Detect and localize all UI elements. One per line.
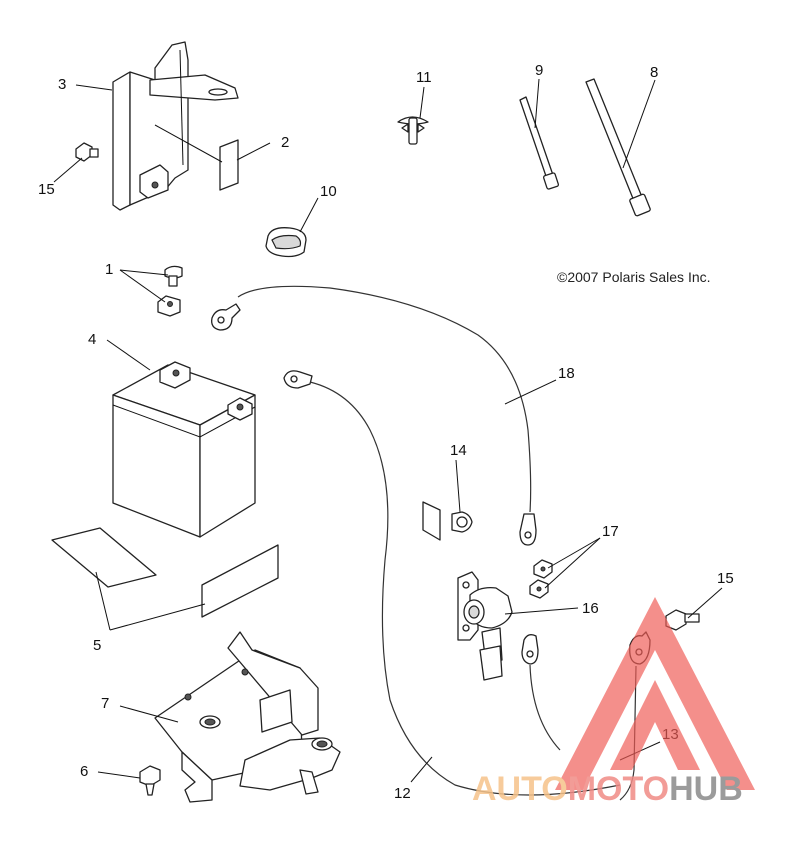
cable-part-18 <box>237 285 537 546</box>
callout-9: 9 <box>535 62 543 79</box>
cable-tie-part-8 <box>585 78 651 217</box>
callout-6: 6 <box>80 763 88 780</box>
label-part-2 <box>219 139 239 191</box>
battery-bracket-part <box>112 41 239 211</box>
screw-part-14 <box>422 501 473 541</box>
watermark-triangle-icon <box>555 597 755 790</box>
callout-5: 5 <box>93 637 101 654</box>
battery-cable-part-12 <box>283 370 621 796</box>
bolt-part-15-right <box>665 609 700 631</box>
battery-tray-part <box>154 631 341 803</box>
battery-part <box>112 361 256 538</box>
copyright-text: ©2007 Polaris Sales Inc. <box>557 269 711 285</box>
callout-1: 1 <box>105 261 113 278</box>
callout-2: 2 <box>281 134 289 151</box>
bolt-part-6 <box>139 765 161 796</box>
callout-4: 4 <box>88 331 96 348</box>
callout-14: 14 <box>450 442 467 459</box>
callout-11: 11 <box>416 69 432 86</box>
watermark-text: AUTOMOTOHUB <box>472 770 743 808</box>
callout-7: 7 <box>101 695 109 712</box>
watermark-logo: AUTOMOTOHUB <box>472 597 755 808</box>
cable-lug-lower <box>521 634 561 751</box>
callout-8: 8 <box>650 64 658 81</box>
callout-15-upper: 15 <box>38 181 55 198</box>
battery-labels-part-5 <box>51 527 279 618</box>
bolt-part-15-upper <box>75 142 99 162</box>
terminal-cover-part <box>265 227 307 258</box>
nuts-part-17 <box>529 559 553 599</box>
solenoid-part-16 <box>457 571 513 681</box>
callout-10: 10 <box>320 183 337 200</box>
callout-12: 12 <box>394 785 411 802</box>
callout-15-right: 15 <box>717 570 734 587</box>
callout-labels: 3 2 15 11 9 8 10 1 4 18 14 17 15 16 5 7 … <box>38 62 734 802</box>
cable-lug-upper <box>211 303 241 331</box>
callout-17: 17 <box>602 523 619 540</box>
watermark-part-moto: MOTO <box>568 770 669 808</box>
callout-16: 16 <box>582 600 599 617</box>
leader-lines <box>53 78 723 783</box>
callout-3: 3 <box>58 76 66 93</box>
push-clip-part <box>397 116 429 145</box>
callout-18: 18 <box>558 365 575 382</box>
terminal-bolt-part-1 <box>157 265 183 317</box>
watermark-part-hub: HUB <box>669 770 743 808</box>
watermark-part-auto: AUTO <box>472 770 568 808</box>
cable-tie-part-9 <box>519 96 559 190</box>
